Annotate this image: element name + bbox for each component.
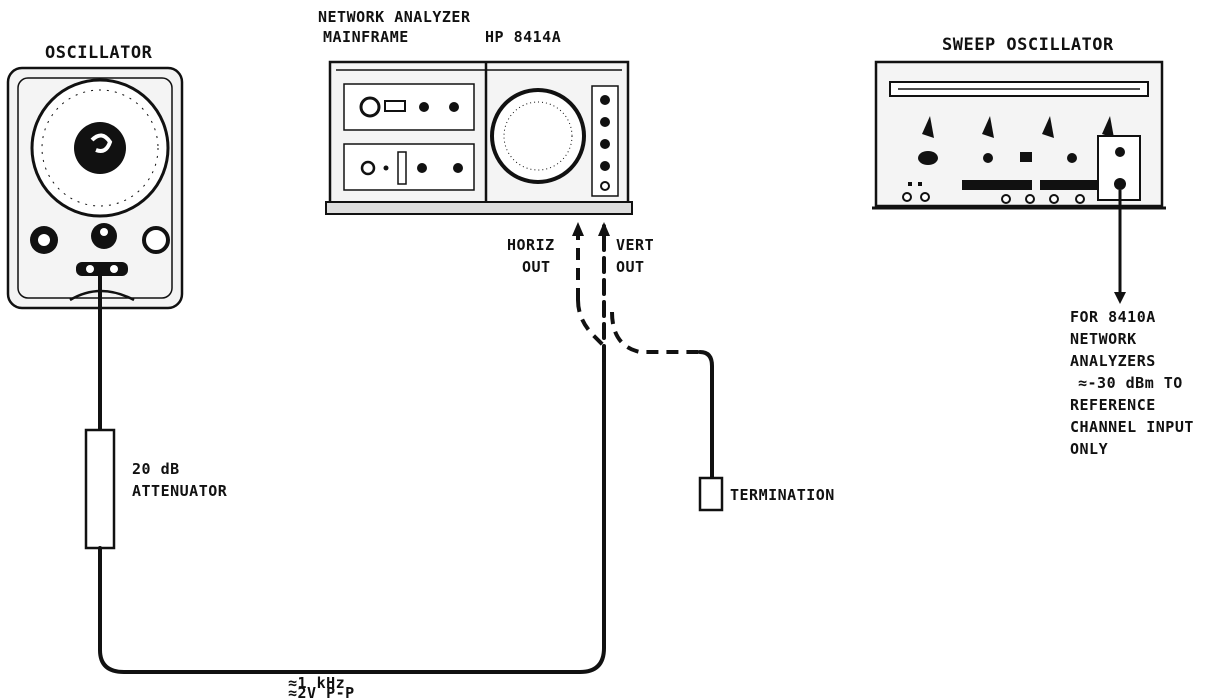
note-line-6: CHANNEL INPUT bbox=[1070, 418, 1194, 436]
note-line-3: ANALYZERS bbox=[1070, 352, 1156, 370]
mainframe-jack bbox=[360, 160, 376, 176]
signal-frequency-label: ≈1 kHz bbox=[288, 674, 345, 692]
sweep-knob-3 bbox=[1042, 116, 1054, 138]
signal-amplitude-label: ≈2V P-P bbox=[288, 684, 355, 699]
note-line-7: ONLY bbox=[1070, 440, 1108, 458]
rf-output-knob bbox=[1115, 147, 1125, 157]
sweep-jack-5 bbox=[1049, 194, 1059, 204]
sweep-led-1 bbox=[908, 182, 912, 186]
note-line-4: ≈-30 dBm TO bbox=[1078, 374, 1183, 392]
horiz-branch bbox=[576, 299, 608, 350]
sweep-jack-6 bbox=[1075, 194, 1085, 204]
mainframe-label: MAINFRAME bbox=[323, 28, 409, 46]
output-connector-plate bbox=[76, 262, 128, 276]
sweep-control-1 bbox=[918, 151, 938, 165]
sweep-jack-4 bbox=[1025, 194, 1035, 204]
sweep-knob-2 bbox=[982, 116, 994, 138]
note-line-1: FOR 8410A bbox=[1070, 308, 1156, 326]
sweep-control-4 bbox=[1067, 153, 1077, 163]
crt-display-bezel bbox=[490, 88, 586, 184]
mainframe-bracket bbox=[397, 151, 407, 185]
display-knob-2 bbox=[600, 117, 610, 127]
range-knob-center bbox=[38, 234, 50, 246]
sweep-knob-1 bbox=[922, 116, 934, 138]
sweep-oscillator-label: SWEEP OSCILLATOR bbox=[942, 35, 1114, 55]
sweep-led-2 bbox=[918, 182, 922, 186]
mainframe-knob-4 bbox=[453, 163, 463, 173]
mainframe-dial bbox=[359, 96, 381, 118]
knob-highlight bbox=[90, 133, 113, 153]
crt-screen bbox=[503, 101, 573, 171]
attenuator-label-line2: ATTENUATOR bbox=[132, 482, 228, 500]
sweep-jack-3 bbox=[1001, 194, 1011, 204]
display-knob-3 bbox=[600, 139, 610, 149]
hp-model-label: HP 8414A bbox=[485, 28, 561, 46]
sweep-jack-2 bbox=[920, 192, 930, 202]
annotations: HORIZ OUT VERT OUT TERMINATION 20 dB ATT… bbox=[132, 236, 1194, 699]
signal-cable bbox=[98, 358, 606, 674]
termination-load bbox=[698, 476, 724, 512]
display-knob-1 bbox=[600, 95, 610, 105]
oscillator-front-panel bbox=[17, 77, 173, 299]
mainframe-knob-2 bbox=[449, 102, 459, 112]
termination-cable bbox=[698, 350, 714, 480]
attenuator-body bbox=[84, 428, 116, 550]
vert-out-arrow bbox=[598, 222, 610, 236]
mainframe-led bbox=[383, 165, 389, 171]
oscillator-instrument: OSCILLATOR bbox=[6, 43, 184, 310]
sweep-oscillator-instrument: SWEEP OSCILLATOR bbox=[872, 35, 1166, 304]
pushbutton-row-1 bbox=[962, 180, 1032, 190]
vert-out-label-line1: VERT bbox=[616, 236, 654, 254]
mainframe-knob-3 bbox=[417, 163, 427, 173]
network-analyzer-label: NETWORK ANALYZER bbox=[318, 8, 471, 26]
output-knob bbox=[142, 226, 170, 254]
sweep-knob-4 bbox=[1102, 116, 1114, 138]
pushbutton-row-2 bbox=[1040, 180, 1100, 190]
output-jack-1 bbox=[86, 265, 94, 273]
horiz-out-label-line1: HORIZ bbox=[507, 236, 555, 254]
termination-label: TERMINATION bbox=[730, 486, 835, 504]
display-jack bbox=[600, 181, 610, 191]
rf-output-connector bbox=[1114, 178, 1126, 190]
sweep-control-2 bbox=[983, 153, 993, 163]
sweep-jack-1 bbox=[902, 192, 912, 202]
attenuator-label-line1: 20 dB bbox=[132, 460, 180, 478]
frequency-knob bbox=[74, 122, 126, 174]
sweep-control-3 bbox=[1020, 152, 1032, 162]
horiz-out-label-line2: OUT bbox=[522, 258, 551, 276]
mainframe-switch bbox=[384, 100, 406, 112]
mainframe-knob-1 bbox=[419, 102, 429, 112]
network-analyzer-instrument: NETWORK ANALYZER MAINFRAME HP 8414A bbox=[318, 8, 633, 215]
termination-branch bbox=[610, 311, 700, 354]
note-line-2: NETWORK bbox=[1070, 330, 1137, 348]
rf-output-arrow bbox=[1114, 292, 1126, 304]
cabling bbox=[84, 222, 724, 674]
dial-scale bbox=[41, 89, 159, 207]
output-jack-2 bbox=[110, 265, 118, 273]
vert-out-label-line2: OUT bbox=[616, 258, 645, 276]
amplitude-knob-center bbox=[100, 228, 108, 236]
horiz-out-arrow bbox=[572, 222, 584, 236]
display-knob-4 bbox=[600, 161, 610, 171]
oscillator-label: OSCILLATOR bbox=[45, 43, 153, 63]
analyzer-base bbox=[325, 201, 633, 215]
note-line-5: REFERENCE bbox=[1070, 396, 1156, 414]
